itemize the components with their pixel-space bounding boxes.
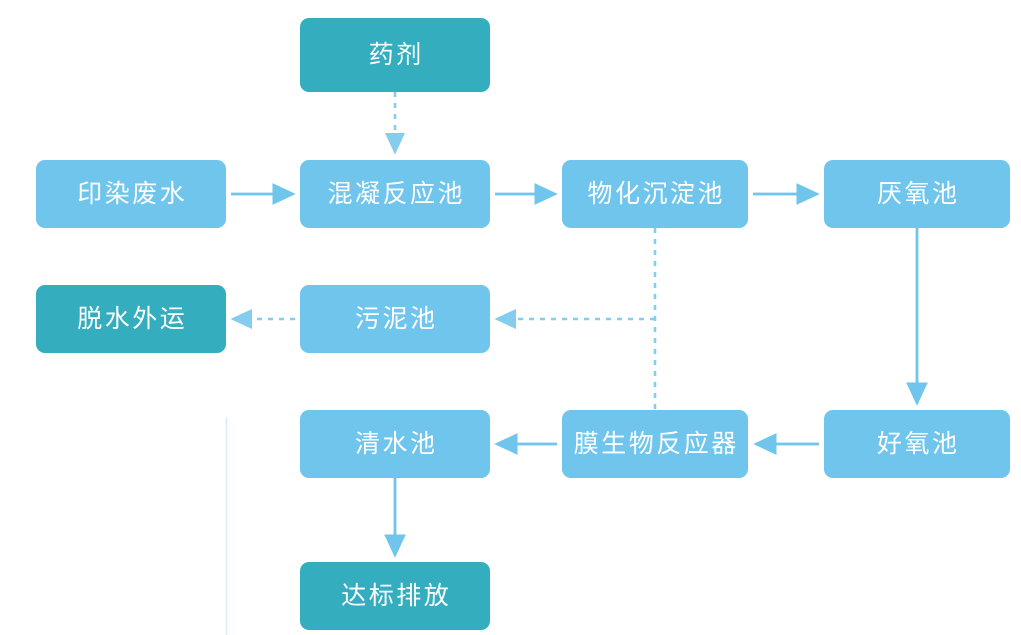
- node-dyeing-waste[interactable]: 印染废水: [36, 160, 226, 228]
- node-membrane-bioreactor-label: 膜生物反应器: [573, 429, 739, 458]
- node-reagent[interactable]: 药剂: [300, 18, 490, 92]
- node-dewatering-transport[interactable]: 脱水外运: [36, 285, 226, 353]
- node-coagulation-tank-label: 混凝反应池: [327, 179, 465, 208]
- node-aerobic-tank-label: 好氧池: [876, 429, 960, 458]
- node-dewatering-transport-label: 脱水外运: [77, 304, 188, 333]
- node-sludge-pool[interactable]: 污泥池: [300, 285, 490, 353]
- node-clear-water-tank[interactable]: 清水池: [300, 410, 490, 478]
- node-reagent-label: 药剂: [368, 40, 424, 69]
- node-sludge-pool-label: 污泥池: [354, 304, 438, 333]
- node-compliant-discharge-label: 达标排放: [341, 581, 452, 610]
- node-physicochemical-sedimentation-tank[interactable]: 物化沉淀池: [562, 160, 748, 228]
- node-physicochemical-sedimentation-tank-label: 物化沉淀池: [587, 179, 725, 208]
- node-compliant-discharge[interactable]: 达标排放: [300, 562, 490, 630]
- node-dyeing-waste-label: 印染废水: [77, 179, 188, 208]
- node-anaerobic-tank[interactable]: 厌氧池: [824, 160, 1010, 228]
- node-membrane-bioreactor[interactable]: 膜生物反应器: [562, 410, 748, 478]
- node-anaerobic-tank-label: 厌氧池: [876, 179, 960, 208]
- node-coagulation-tank[interactable]: 混凝反应池: [300, 160, 490, 228]
- node-aerobic-tank[interactable]: 好氧池: [824, 410, 1010, 478]
- node-clear-water-tank-label: 清水池: [354, 429, 438, 458]
